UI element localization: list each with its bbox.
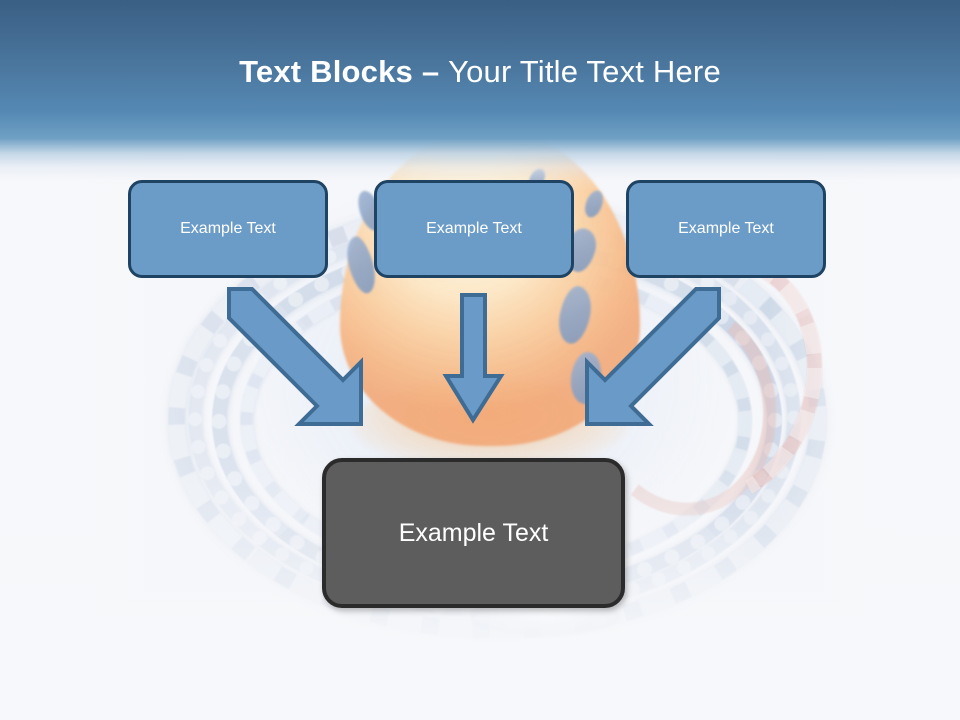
text-block-1-label: Example Text bbox=[180, 220, 276, 237]
page-title-separator: – bbox=[421, 54, 449, 89]
text-block-2-label: Example Text bbox=[426, 220, 522, 237]
page-title-bold: Text Blocks bbox=[239, 54, 422, 89]
page-title-regular: Your Title Text Here bbox=[448, 54, 721, 89]
text-block-3-label: Example Text bbox=[678, 220, 774, 237]
result-text-block[interactable]: Example Text bbox=[322, 458, 625, 608]
page-title: Text Blocks – Your Title Text Here bbox=[0, 52, 960, 92]
text-block-1[interactable]: Example Text bbox=[128, 180, 328, 278]
result-text-block-label: Example Text bbox=[398, 518, 549, 547]
text-block-3[interactable]: Example Text bbox=[626, 180, 826, 278]
title-banner bbox=[0, 0, 960, 192]
text-block-2[interactable]: Example Text bbox=[374, 180, 574, 278]
